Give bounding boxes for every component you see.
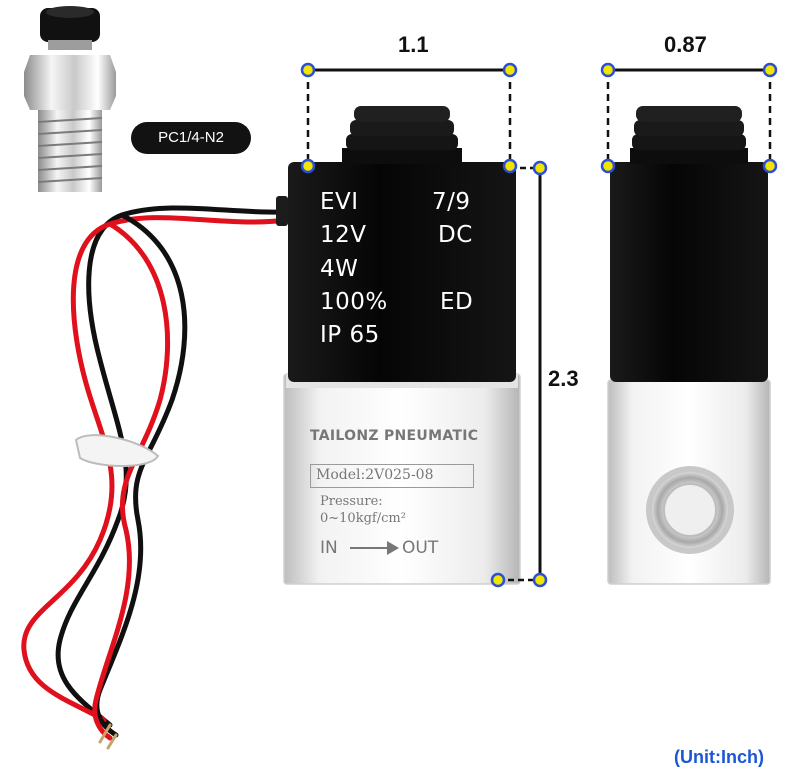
front-nut-ring-2: [350, 120, 454, 136]
cable-tie: [74, 434, 160, 467]
body-flow-in: IN: [320, 538, 338, 558]
body-brand: TAILONZ PNEUMATIC: [310, 428, 479, 444]
side-port-inner: [663, 483, 717, 537]
coil-text-class: 7/9: [432, 189, 471, 215]
dimension-markers: [300, 62, 778, 588]
lead-wires: [21, 205, 291, 750]
front-nut-ring-3: [354, 106, 450, 122]
wire-grommet: [276, 196, 288, 226]
fitting-collet-top: [46, 6, 94, 18]
unit-note: (Unit:Inch): [674, 747, 764, 767]
body-pressure-range: 0~10kgf/cm²: [320, 511, 406, 526]
body-model: Model:2V025-08: [316, 467, 434, 483]
coil-text-ed: ED: [440, 289, 474, 315]
side-nut-ring-1: [632, 134, 746, 150]
flow-arrow-head: [387, 541, 399, 555]
fitting-collar: [48, 40, 92, 50]
coil-text-ip-rating: IP 65: [320, 322, 380, 348]
push-in-fitting: [24, 6, 116, 192]
coil-text-power: 4W: [320, 256, 359, 282]
valve-front-view: [276, 106, 521, 585]
dimension-front-width: 1.1: [398, 32, 429, 57]
coil-text-current-type: DC: [438, 222, 473, 248]
dimension-side-width: 0.87: [664, 32, 707, 57]
fitting-model-label: PC1/4-N2: [131, 122, 251, 154]
body-pressure-label: Pressure:: [320, 494, 383, 509]
side-coil: [610, 162, 768, 382]
body-flow-out: OUT: [402, 538, 439, 558]
side-nut-ring-2: [634, 120, 744, 136]
body-model-box: [310, 464, 474, 488]
dimension-height: 2.3: [548, 366, 579, 391]
fitting-hex-nut: [24, 55, 116, 110]
coil-text-voltage: 12V: [320, 222, 367, 248]
coil-text-duty: 100%: [320, 289, 388, 315]
flow-arrow-line: [350, 547, 388, 549]
front-nut-base: [342, 148, 462, 164]
side-nut-ring-3: [636, 106, 742, 122]
valve-side-view: [607, 106, 771, 585]
front-coil: [288, 162, 516, 382]
coil-text-evi: EVI: [320, 189, 359, 215]
front-nut-ring-1: [346, 134, 458, 150]
side-nut-base: [630, 148, 748, 164]
fitting-thread-lines: [37, 117, 103, 183]
